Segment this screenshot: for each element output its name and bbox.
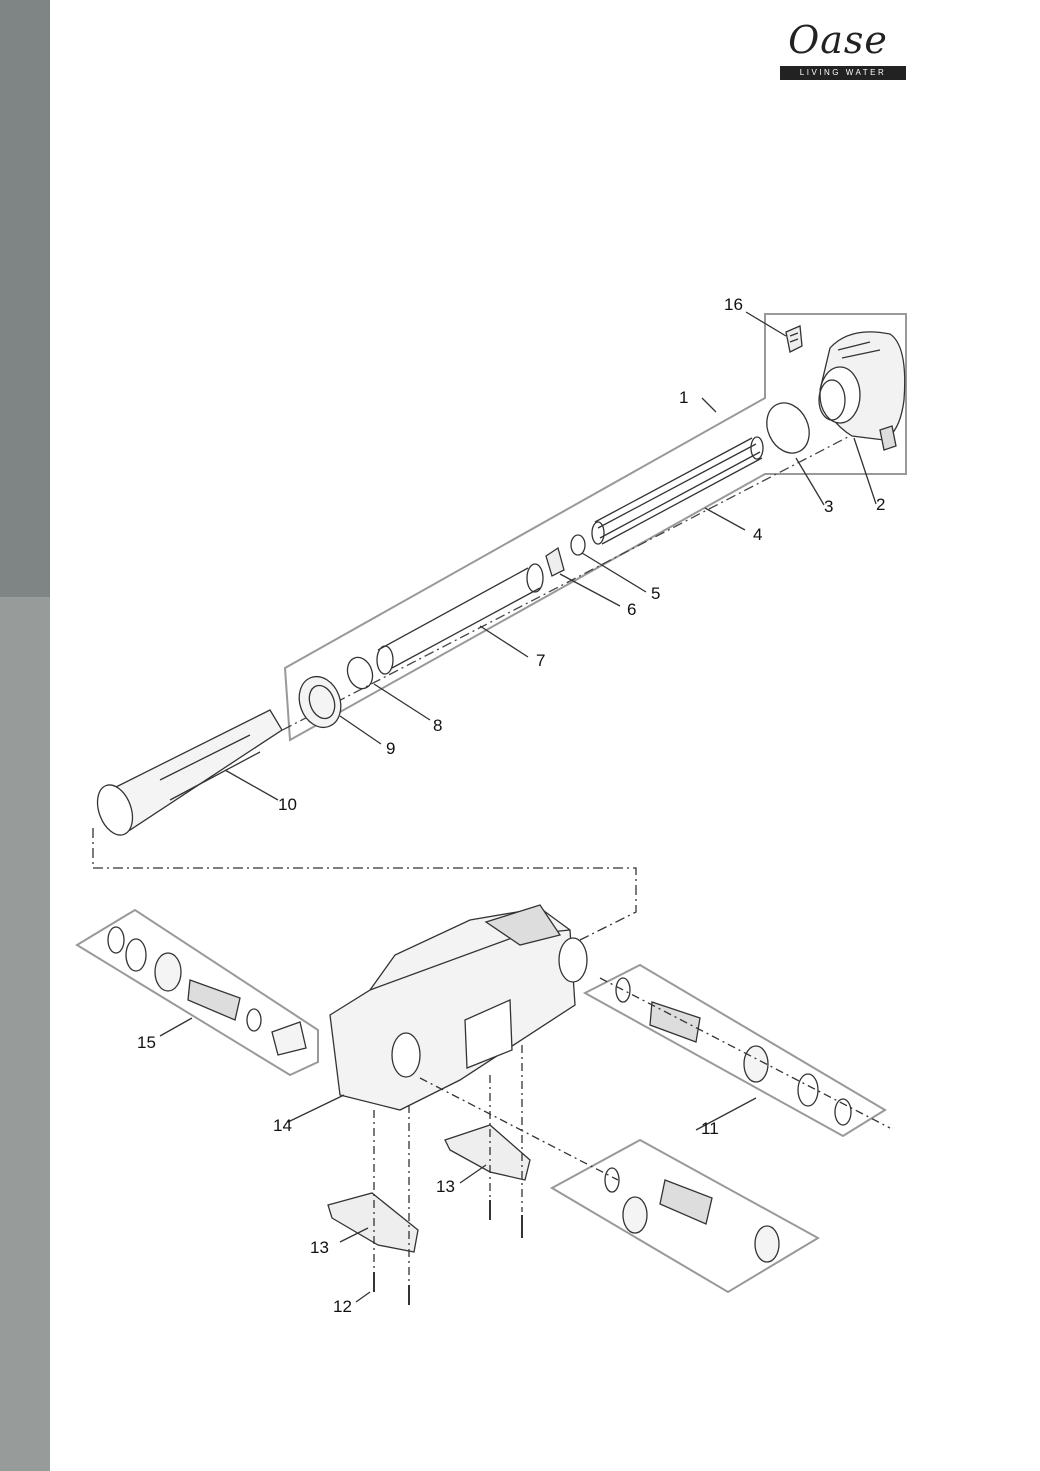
label-2: 2 bbox=[876, 495, 885, 514]
part-3-o-ring bbox=[766, 402, 810, 454]
lower-guide-lines bbox=[373, 977, 891, 1285]
side-bar-dark bbox=[0, 0, 50, 597]
part-9-union-nut bbox=[298, 675, 342, 729]
part-14-housing bbox=[329, 904, 588, 1111]
label-1: 1 bbox=[679, 388, 688, 407]
part-13-clamp-upper bbox=[444, 1124, 531, 1181]
oase-logo: Oase LIVING WATER bbox=[770, 18, 906, 84]
label-3: 3 bbox=[824, 497, 833, 516]
label-12: 12 bbox=[333, 1297, 352, 1316]
upper-group-frame bbox=[283, 313, 907, 742]
label-10: 10 bbox=[278, 795, 297, 814]
part-8-o-ring bbox=[346, 656, 374, 690]
part-5-ring bbox=[570, 534, 586, 556]
label-4: 4 bbox=[753, 525, 762, 544]
label-8: 8 bbox=[433, 716, 442, 735]
part-7-uv-lamp bbox=[376, 563, 544, 675]
leader-lines bbox=[159, 311, 877, 1303]
part-11-hose-set-upper bbox=[615, 977, 852, 1126]
part-16-clip bbox=[785, 325, 803, 353]
label-16: 16 bbox=[724, 295, 743, 314]
part-11-hose-set-lower bbox=[604, 1167, 780, 1263]
part-15-hose-set bbox=[107, 926, 307, 1056]
label-15: 15 bbox=[137, 1033, 156, 1052]
part-11-frame-lower bbox=[549, 1138, 821, 1294]
label-7: 7 bbox=[536, 651, 545, 670]
label-13-lower: 13 bbox=[310, 1238, 329, 1257]
label-6: 6 bbox=[627, 600, 636, 619]
part-15-frame bbox=[75, 908, 319, 1077]
part-10-cleaning-unit bbox=[96, 709, 283, 836]
label-14: 14 bbox=[273, 1116, 292, 1135]
label-9: 9 bbox=[386, 739, 395, 758]
connection-axis bbox=[92, 828, 637, 941]
label-13-upper: 13 bbox=[436, 1177, 455, 1196]
label-5: 5 bbox=[651, 584, 660, 603]
part-12-screws bbox=[373, 1200, 523, 1305]
side-bar-light bbox=[0, 597, 50, 1471]
label-11: 11 bbox=[701, 1119, 719, 1138]
logo-wordmark: Oase bbox=[788, 18, 888, 62]
part-4-quartz-tube bbox=[591, 436, 764, 545]
logo-tagline: LIVING WATER bbox=[780, 66, 906, 80]
part-6-holder bbox=[545, 546, 565, 577]
part-13-clamp-lower bbox=[327, 1192, 419, 1253]
part-11-frame-upper bbox=[582, 963, 887, 1138]
part-2-end-cap bbox=[818, 331, 906, 451]
